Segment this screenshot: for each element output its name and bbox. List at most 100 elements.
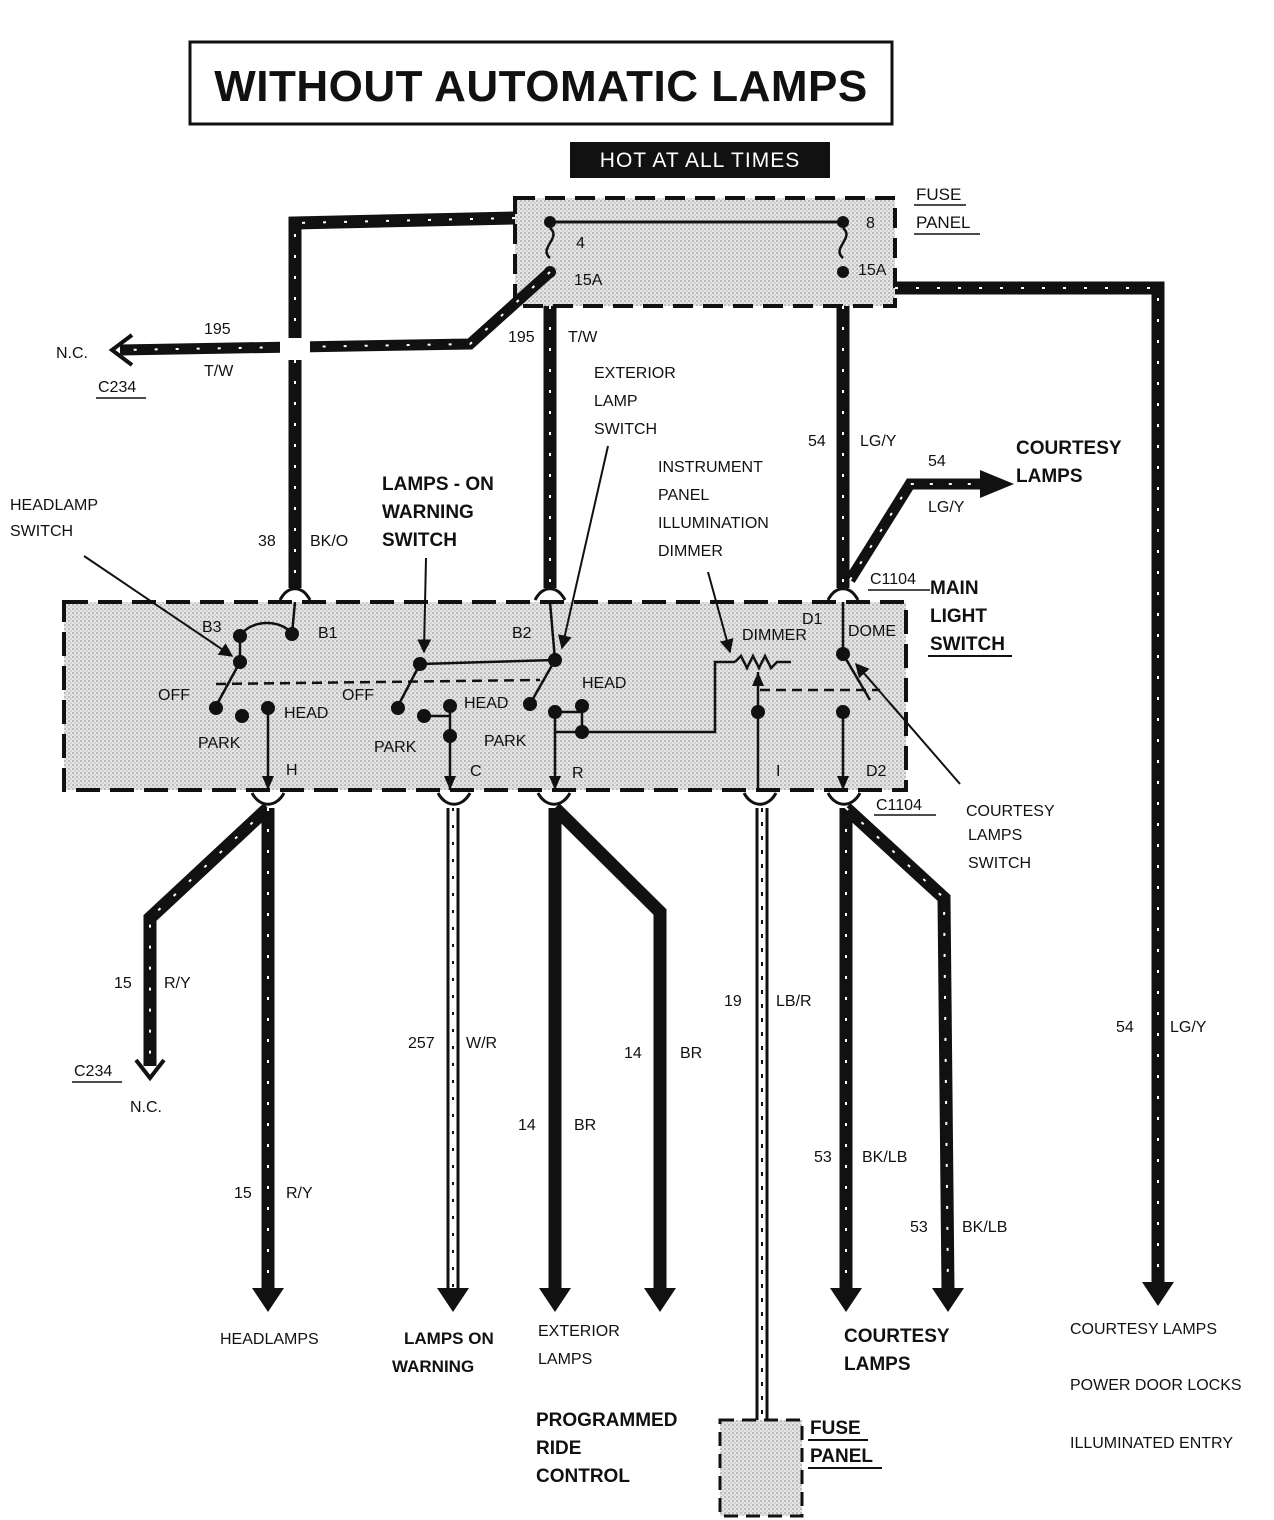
wire-53-a-color: BK/LB: [862, 1149, 907, 1166]
nc-bottom: N.C.: [130, 1099, 162, 1116]
fuse-panel-label-2: PANEL: [916, 213, 971, 232]
pos-dimmer: DIMMER: [742, 627, 807, 644]
pos-off-2: OFF: [342, 687, 374, 704]
fuse-panel-label-1: FUSE: [916, 185, 961, 204]
pos-park-1: PARK: [198, 735, 241, 752]
pos-off-1: OFF: [158, 687, 190, 704]
callout-exterior-3: SWITCH: [594, 421, 657, 438]
callout-exterior-lamp-switch: EXTERIOR LAMP SWITCH: [594, 365, 676, 438]
nc-top: N.C.: [56, 345, 88, 362]
terminal-d1: D1: [802, 611, 823, 628]
main-light-switch-label-2: LIGHT: [930, 606, 987, 627]
wire-15-headlamps: [252, 808, 284, 1312]
terminal-b3: B3: [202, 619, 222, 636]
connector-c234-top: C234: [98, 379, 136, 396]
diagram-title: WITHOUT AUTOMATIC LAMPS: [214, 62, 868, 111]
wire-195-left-circuit: 195: [204, 321, 231, 338]
terminal-d2: D2: [866, 763, 887, 780]
callout-courtesy-1: COURTESY: [966, 803, 1055, 820]
callout-dimmer-4: DIMMER: [658, 543, 723, 560]
terminal-c: C: [470, 763, 482, 780]
wire-14-exterior-b: [550, 803, 676, 1312]
callout-exterior-1: EXTERIOR: [594, 365, 676, 382]
courtesy-top-label-1: COURTESY: [1016, 438, 1122, 459]
pos-park-2: PARK: [374, 739, 417, 756]
courtesy-top-color: LG/Y: [928, 499, 965, 516]
fuse-8-number: 8: [866, 215, 875, 232]
fuse-4-rating: 15A: [574, 272, 603, 289]
courtesy-top-label-2: LAMPS: [1016, 466, 1083, 487]
wire-15-nc-color: R/Y: [164, 975, 191, 992]
connector-c1104-top: C1104: [870, 571, 916, 588]
courtesy-top-circuit: 54: [928, 453, 946, 470]
wire-53-b-circuit: 53: [910, 1219, 928, 1236]
callout-courtesy-switch: COURTESY LAMPS SWITCH: [966, 803, 1055, 872]
wire-19-color: LB/R: [776, 993, 812, 1010]
wire-14-exterior-a: [539, 808, 571, 1312]
terminal-b1: B1: [318, 625, 338, 642]
dest-courtesy-1: COURTESY: [844, 1326, 950, 1347]
fuse-panel-bottom: FUSE PANEL: [718, 1418, 882, 1518]
wire-14-a-color: BR: [574, 1117, 596, 1134]
wire-15-nc-circuit: 15: [114, 975, 132, 992]
connector-c234-bottom: C234: [74, 1063, 112, 1080]
wire-38-color: BK/O: [310, 533, 348, 550]
hot-at-all-times-banner: HOT AT ALL TIMES: [570, 142, 830, 178]
fuse-panel-top: 4 15A 8 15A FUSE PANEL: [513, 185, 980, 308]
callout-headlamp-1: HEADLAMP: [10, 497, 98, 514]
callout-lamps-on-warning-switch: LAMPS - ON WARNING SWITCH: [382, 474, 494, 551]
wire-38-circuit: 38: [258, 533, 276, 550]
wire-19-circuit: 19: [724, 993, 742, 1010]
dest-lamps-on-warning-2: WARNING: [392, 1357, 474, 1376]
terminal-b2: B2: [512, 625, 532, 642]
connector-c1104-bottom: C1104: [876, 797, 922, 814]
fuse-panel-bottom-label-2: PANEL: [810, 1446, 873, 1467]
wire-195-left-color: T/W: [204, 363, 234, 380]
dest-exterior-2: LAMPS: [538, 1351, 592, 1368]
terminal-i: I: [776, 763, 780, 780]
wire-195-left: [108, 267, 554, 367]
pos-head-3: HEAD: [582, 675, 626, 692]
fuse-4-number: 4: [576, 235, 585, 252]
pos-head-2: HEAD: [464, 695, 508, 712]
main-light-switch-label-3: SWITCH: [930, 634, 1005, 655]
main-light-switch: B3 B1 B2 D1 H C R I D2 OFF PARK HEAD OFF…: [62, 571, 1012, 816]
fuse-8-rating: 15A: [858, 262, 887, 279]
callout-headlamp-2: SWITCH: [10, 523, 73, 540]
wire-15-headlamps-circuit: 15: [234, 1185, 252, 1202]
pos-park-3: PARK: [484, 733, 527, 750]
wire-54-circuit: 54: [808, 433, 826, 450]
wire-195-color: T/W: [568, 329, 598, 346]
callout-exterior-2: LAMP: [594, 393, 638, 410]
wire-53-courtesy-a: [830, 808, 862, 1312]
dest-ride-control-1: PROGRAMMED: [536, 1410, 677, 1431]
callout-dimmer-2: PANEL: [658, 487, 709, 504]
wire-54-right-color: LG/Y: [1170, 1019, 1207, 1036]
wire-54-right-circuit: 54: [1116, 1019, 1134, 1036]
wire-54-color: LG/Y: [860, 433, 897, 450]
wire-257-circuit: 257: [408, 1035, 435, 1052]
wire-14-a-circuit: 14: [518, 1117, 536, 1134]
callout-warning-1: LAMPS - ON: [382, 474, 494, 495]
dest-lamps-on-warning-1: LAMPS ON: [404, 1329, 494, 1348]
callout-dimmer-1: INSTRUMENT: [658, 459, 763, 476]
callout-warning-3: SWITCH: [382, 530, 457, 551]
callout-warning-2: WARNING: [382, 502, 474, 523]
wire-257-warning: [437, 808, 469, 1312]
callout-courtesy-3: SWITCH: [968, 855, 1031, 872]
wire-54-right: [895, 281, 1174, 1306]
hot-label: HOT AT ALL TIMES: [600, 149, 800, 172]
wire-54-courtesy-top: [845, 470, 1014, 583]
dest-ride-control-2: RIDE: [536, 1438, 581, 1459]
callout-headlamp-switch: HEADLAMP SWITCH: [10, 497, 98, 540]
wire-14-b-circuit: 14: [624, 1045, 642, 1062]
wire-53-a-circuit: 53: [814, 1149, 832, 1166]
dest-right-courtesy-lamps: COURTESY LAMPS: [1070, 1321, 1217, 1338]
terminal-h: H: [286, 762, 298, 779]
dest-headlamps: HEADLAMPS: [220, 1331, 319, 1348]
callout-dimmer-3: ILLUMINATION: [658, 515, 769, 532]
dest-ride-control-3: CONTROL: [536, 1466, 630, 1487]
wire-15-nc: [134, 803, 273, 1082]
callout-dimmer: INSTRUMENT PANEL ILLUMINATION DIMMER: [658, 459, 769, 560]
